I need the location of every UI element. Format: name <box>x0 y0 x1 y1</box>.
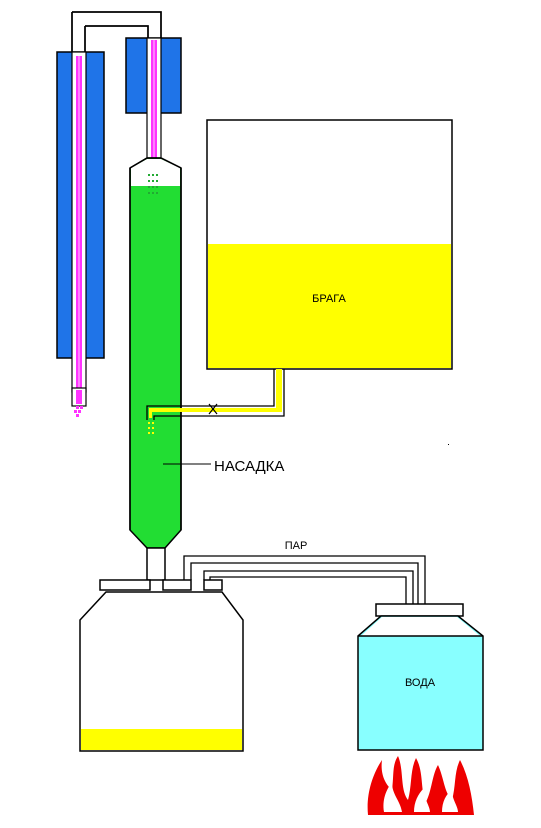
dephlegmator-tube <box>146 37 162 171</box>
mash-tank <box>206 119 453 370</box>
packing-label: НАСАДКА <box>214 458 284 475</box>
stray-dot <box>448 444 449 445</box>
flame-icon <box>367 756 474 815</box>
steam-pipe <box>183 555 426 604</box>
bottle-neck-right <box>203 579 223 591</box>
valve-icon[interactable] <box>208 403 218 415</box>
bottle-neck-center <box>162 579 192 591</box>
stillage-bottle <box>79 579 244 752</box>
steam-label: ПАР <box>285 540 308 552</box>
reflux-drops <box>148 174 158 194</box>
feed-drops <box>148 422 154 434</box>
distillate-drip <box>74 406 83 417</box>
mash-level <box>208 244 451 368</box>
column <box>129 157 182 581</box>
steam-boiler <box>357 603 484 751</box>
stillage-level <box>81 729 242 750</box>
water-label: ВОДА <box>405 677 436 689</box>
left-distillate-tube <box>71 51 87 407</box>
boiler-lid <box>375 603 464 617</box>
top-connecting-pipe <box>71 11 162 52</box>
return-pipe <box>203 570 414 604</box>
bottle-neck-left <box>99 579 151 591</box>
mash-label: БРАГА <box>312 293 346 305</box>
